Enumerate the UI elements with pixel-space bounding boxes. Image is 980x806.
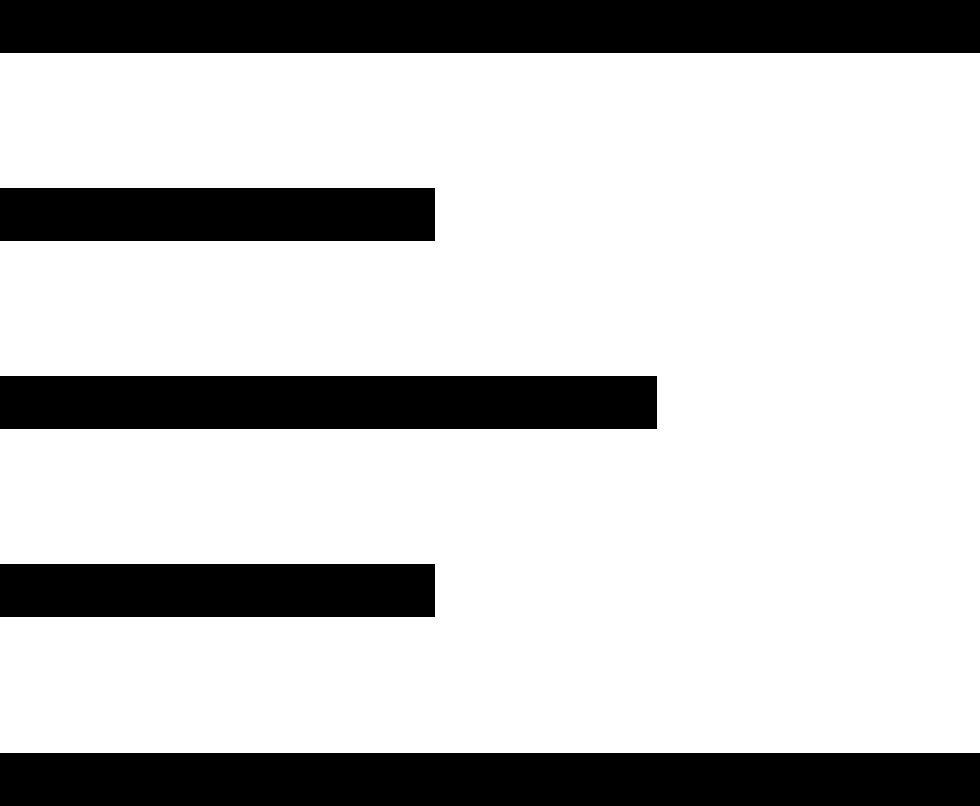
text-line-short-1 <box>0 188 435 241</box>
text-line-medium <box>0 376 657 429</box>
text-line-full-bottom <box>0 753 980 806</box>
text-line-full-top <box>0 0 980 53</box>
text-line-short-2 <box>0 564 435 617</box>
